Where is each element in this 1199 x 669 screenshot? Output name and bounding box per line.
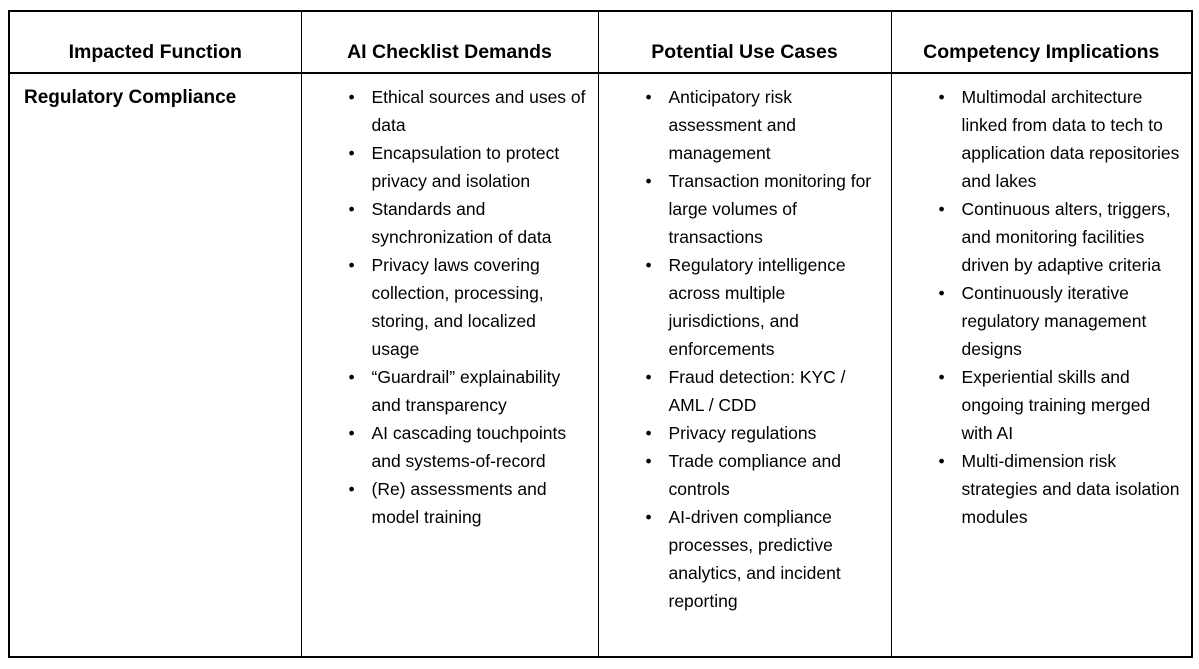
list-item: Multimodal architecture linked from data… (937, 83, 1182, 195)
row-function-label: Regulatory Compliance (24, 87, 237, 108)
cell-impacted-function: Regulatory Compliance (8, 72, 302, 658)
cell-potential-use-cases: Anticipatory risk assessment and managem… (597, 72, 892, 658)
table-row: Regulatory Compliance Ethical sources an… (8, 72, 1193, 658)
list-item: Regulatory intelligence across multiple … (644, 251, 881, 363)
list-item: Standards and synchronization of data (347, 195, 588, 251)
list-item: Transaction monitoring for large volumes… (644, 167, 881, 251)
cell-competency-implications: Multimodal architecture linked from data… (890, 72, 1193, 658)
list-item: Trade compliance and controls (644, 447, 881, 503)
list-item: Continuously iterative regulatory manage… (937, 279, 1182, 363)
list-item: AI cascading touchpoints and systems-of-… (347, 419, 588, 475)
list-item: Anticipatory risk assessment and managem… (644, 83, 881, 167)
ai-checklist-demands-list: Ethical sources and uses of data Encapsu… (310, 83, 590, 531)
list-item: Multi-dimension risk strategies and data… (937, 447, 1182, 531)
competency-implications-list: Multimodal architecture linked from data… (900, 83, 1184, 531)
list-item: “Guardrail” explainability and transpare… (347, 363, 588, 419)
list-item: AI-driven compliance processes, predicti… (644, 503, 881, 615)
header-competency-implications: Competency Implications (890, 10, 1193, 74)
list-item: Fraud detection: KYC / AML / CDD (644, 363, 881, 419)
list-item: Privacy regulations (644, 419, 881, 447)
list-item: (Re) assessments and model training (347, 475, 588, 531)
header-impacted-function: Impacted Function (8, 10, 302, 74)
cell-ai-checklist-demands: Ethical sources and uses of data Encapsu… (300, 72, 599, 658)
header-row: Impacted Function AI Checklist Demands P… (8, 10, 1193, 74)
list-item: Privacy laws covering collection, proces… (347, 251, 588, 363)
list-item: Ethical sources and uses of data (347, 83, 588, 139)
potential-use-cases-list: Anticipatory risk assessment and managem… (607, 83, 883, 615)
list-item: Encapsulation to protect privacy and iso… (347, 139, 588, 195)
impacted-function-table: Impacted Function AI Checklist Demands P… (8, 10, 1193, 658)
list-item: Continuous alters, triggers, and monitor… (937, 195, 1182, 279)
header-ai-checklist-demands: AI Checklist Demands (300, 10, 599, 74)
list-item: Experiential skills and ongoing training… (937, 363, 1182, 447)
header-potential-use-cases: Potential Use Cases (597, 10, 892, 74)
